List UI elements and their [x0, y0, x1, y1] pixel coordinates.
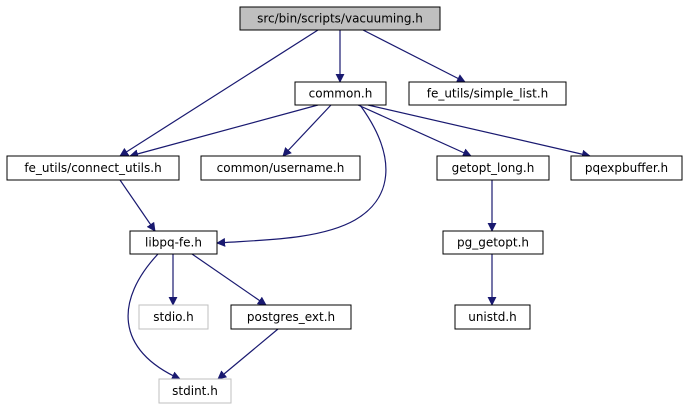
edge-arrow: [362, 29, 466, 83]
node-vacuuming[interactable]: src/bin/scripts/vacuuming.h: [239, 6, 441, 31]
edge-arrow: [127, 253, 181, 380]
edge-arrow: [191, 253, 267, 306]
node-box: [454, 304, 531, 330]
node-label: pg_getopt.h: [457, 236, 529, 250]
node-box: [239, 6, 441, 31]
node-box: [570, 155, 683, 181]
node-label: libpq-fe.h: [145, 236, 202, 250]
edge-arrow: [119, 179, 156, 232]
edge-vacuuming-to-connect_utils: [119, 29, 319, 157]
edge-libpq_fe-to-postgres_ext: [191, 253, 267, 306]
node-label: fe_utils/simple_list.h: [427, 87, 549, 101]
edge-connect_utils-to-libpq_fe: [119, 179, 156, 232]
edge-arrow: [216, 104, 387, 247]
edge-arrow: [119, 29, 319, 157]
node-box: [230, 304, 352, 330]
node-label: stdint.h: [172, 384, 218, 398]
node-getopt-long[interactable]: getopt_long.h: [436, 155, 550, 181]
edge-postgres_ext-to-stdint: [217, 328, 279, 380]
node-box: [138, 304, 209, 330]
node-box: [442, 230, 544, 255]
node-pqexpbuffer[interactable]: pqexpbuffer.h: [570, 155, 683, 181]
edge-arrow: [367, 104, 591, 159]
node-label: common/username.h: [217, 161, 345, 175]
node-label: unistd.h: [468, 310, 517, 324]
edge-common-to-username: [282, 104, 332, 157]
node-label: src/bin/scripts/vacuuming.h: [257, 12, 423, 26]
edge-vacuuming-to-simple_list: [362, 29, 466, 83]
node-common[interactable]: common.h: [294, 81, 387, 106]
edges-layer: [119, 29, 591, 380]
edge-arrow: [357, 104, 472, 157]
node-pg-getopt[interactable]: pg_getopt.h: [442, 230, 544, 255]
node-label: postgres_ext.h: [247, 310, 335, 324]
node-postgres-ext[interactable]: postgres_ext.h: [230, 304, 352, 330]
node-box: [158, 378, 232, 404]
node-unistd[interactable]: unistd.h: [454, 304, 531, 330]
node-stdio: stdio.h: [138, 304, 209, 330]
node-username[interactable]: common/username.h: [200, 155, 361, 181]
node-stdint: stdint.h: [158, 378, 232, 404]
nodes-layer: src/bin/scripts/vacuuming.h common.h fe_ut…: [6, 6, 683, 404]
node-libpq-fe[interactable]: libpq-fe.h: [129, 230, 218, 255]
edge-common-to-libpq_fe: [216, 104, 387, 247]
node-box: [436, 155, 550, 181]
edge-common-to-pqexpbuffer: [367, 104, 591, 159]
edge-arrow: [217, 328, 279, 380]
node-label: fe_utils/connect_utils.h: [24, 161, 161, 175]
node-connect-utils[interactable]: fe_utils/connect_utils.h: [6, 155, 180, 181]
node-box: [129, 230, 218, 255]
node-box: [6, 155, 180, 181]
node-label: getopt_long.h: [452, 161, 535, 175]
edge-common-to-getopt_long: [357, 104, 472, 157]
edge-arrow: [129, 104, 319, 159]
edge-libpq_fe-to-stdint: [127, 253, 181, 380]
node-box: [294, 81, 387, 106]
node-box: [200, 155, 361, 181]
edge-common-to-connect_utils: [129, 104, 319, 159]
node-label: pqexpbuffer.h: [585, 161, 668, 175]
node-label: stdio.h: [153, 310, 193, 324]
node-box: [408, 81, 567, 106]
node-label: common.h: [309, 87, 373, 101]
node-simple-list[interactable]: fe_utils/simple_list.h: [408, 81, 567, 106]
edge-arrow: [282, 104, 332, 157]
